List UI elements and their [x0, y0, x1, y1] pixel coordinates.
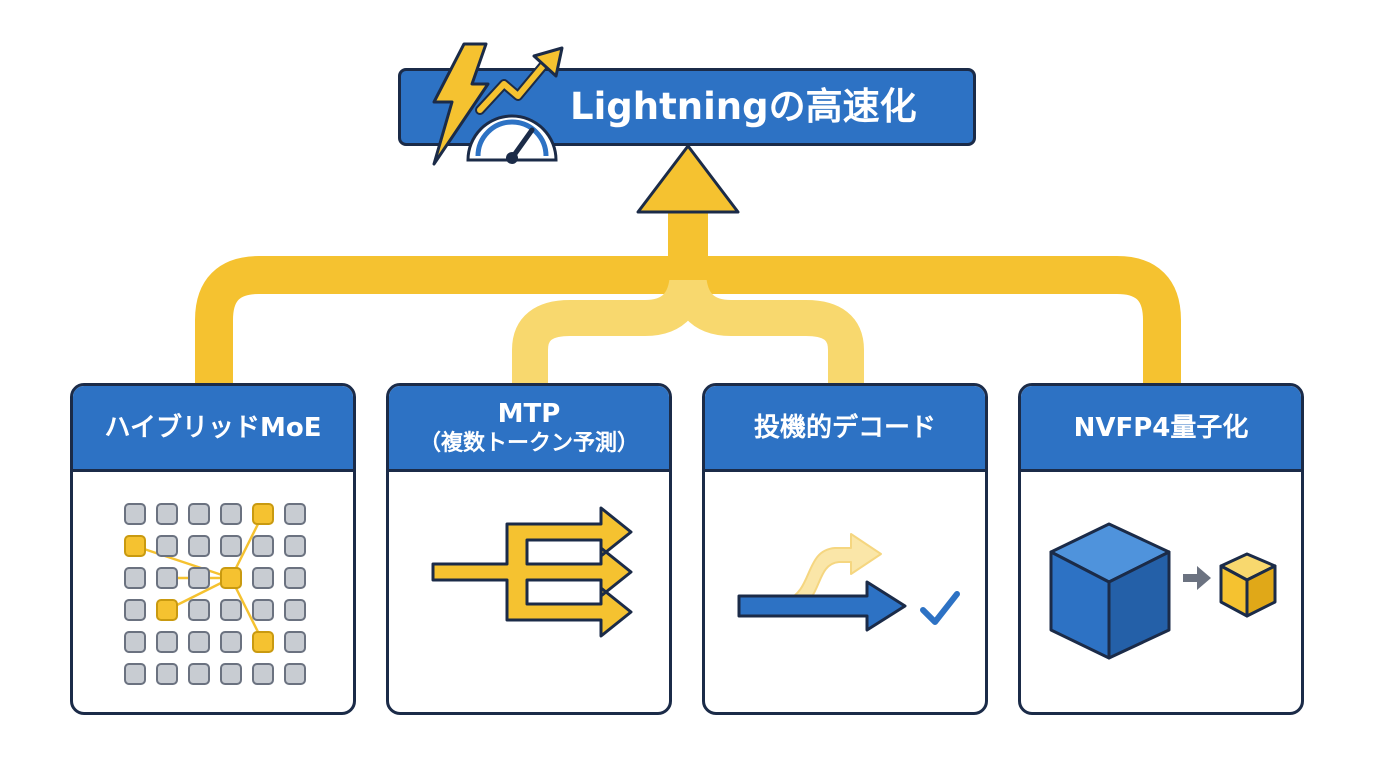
expert-cell — [284, 599, 306, 621]
cube-compress-icon — [1049, 522, 1277, 660]
expert-cell — [156, 663, 178, 685]
active-expert-cell — [124, 535, 146, 557]
expert-cell — [124, 663, 146, 685]
branch-arrows — [431, 506, 633, 638]
active-expert-cell — [252, 503, 274, 525]
expert-cell — [124, 599, 146, 621]
card-speculative-decoding: 投機的デコード — [702, 383, 988, 715]
expert-cell — [252, 599, 274, 621]
expert-cell — [188, 535, 210, 557]
expert-cell — [156, 535, 178, 557]
card-header: NVFP4量子化 — [1021, 386, 1301, 472]
expert-cell — [252, 535, 274, 557]
expert-cell — [124, 631, 146, 653]
card-title: ハイブリッドMoE — [104, 412, 322, 443]
card-header: MTP （複数トークン予測） — [389, 386, 669, 472]
expert-cell — [156, 631, 178, 653]
expert-cell — [252, 663, 274, 685]
expert-cell — [188, 503, 210, 525]
draft-verify-arrow-icon — [737, 533, 960, 632]
flow-line-spec — [670, 269, 864, 385]
card-title: MTP — [497, 398, 561, 429]
expert-cell — [284, 631, 306, 653]
card-title: 投機的デコード — [753, 412, 936, 443]
expert-cell — [252, 567, 274, 589]
expert-cell — [220, 599, 242, 621]
flow-connectors — [195, 200, 1181, 385]
expert-grid-icon — [124, 503, 306, 685]
expert-cell — [284, 567, 306, 589]
card-header: 投機的デコード — [705, 386, 985, 472]
check-icon — [920, 591, 960, 625]
draft-arrow — [786, 533, 882, 609]
trend-arrow-icon — [475, 46, 564, 115]
lightning-bolt-icon — [432, 42, 490, 166]
expert-cell — [156, 503, 178, 525]
small-cube-icon — [1219, 552, 1277, 618]
speed-icon-group — [432, 42, 564, 166]
expert-cell — [188, 567, 210, 589]
expert-cell — [220, 631, 242, 653]
card-header: ハイブリッドMoE — [73, 386, 353, 472]
card-hybrid-moe: ハイブリッドMoE — [70, 383, 356, 715]
compress-arrow-icon — [1183, 566, 1211, 590]
verify-arrow — [737, 580, 907, 632]
up-arrow-head — [636, 144, 740, 214]
expert-cell — [188, 663, 210, 685]
expert-cell — [220, 503, 242, 525]
active-expert-cell — [220, 567, 242, 589]
expert-cell — [220, 535, 242, 557]
card-mtp: MTP （複数トークン予測） — [386, 383, 672, 715]
expert-cell — [284, 503, 306, 525]
card-subtitle: （複数トークン予測） — [418, 430, 639, 456]
multi-arrow-icon — [431, 506, 633, 638]
expert-cell — [220, 663, 242, 685]
expert-cell — [188, 631, 210, 653]
active-expert-cell — [156, 599, 178, 621]
card-nvfp4-quantization: NVFP4量子化 — [1018, 383, 1304, 715]
speedometer-icon — [466, 114, 558, 164]
active-expert-cell — [252, 631, 274, 653]
expert-cell — [156, 567, 178, 589]
expert-cell — [124, 503, 146, 525]
expert-cell — [284, 663, 306, 685]
page-title: Lightningの高速化 — [570, 85, 917, 128]
card-title: NVFP4量子化 — [1073, 412, 1249, 443]
large-cube-icon — [1049, 522, 1171, 660]
expert-cell — [124, 567, 146, 589]
expert-cell — [188, 599, 210, 621]
expert-cell — [284, 535, 306, 557]
